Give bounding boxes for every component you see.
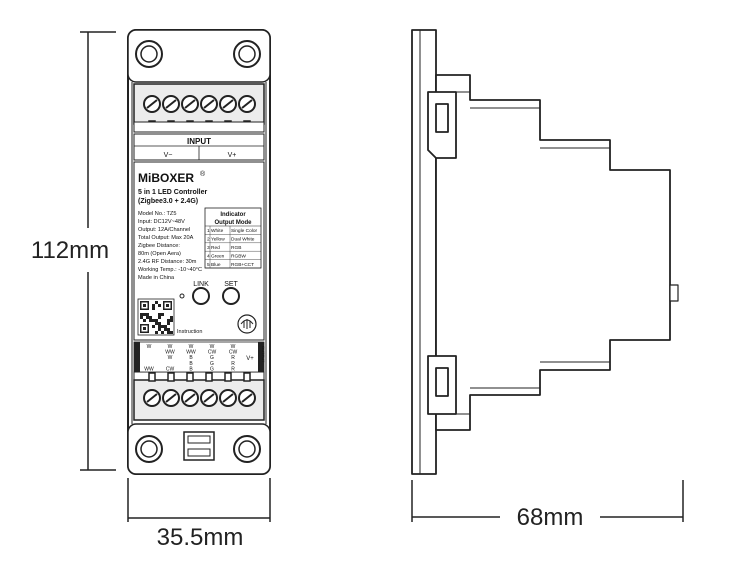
width-dimension	[127, 478, 271, 522]
mounting-hole-icon	[233, 435, 261, 463]
mounting-hole-icon	[233, 40, 261, 68]
terminal-screw-icon	[200, 372, 218, 407]
output-wiring-cell: CW	[208, 350, 217, 356]
product-line-2: (Zigbee3.0 + 2.4G)	[138, 198, 198, 205]
indicator-cell: 5	[207, 262, 210, 268]
indicator-cell: Green	[211, 253, 225, 259]
input-plus-label: V+	[228, 152, 237, 159]
spec-line: 2.4G RF Distance: 30m	[138, 259, 197, 265]
output-wiring-cell: WW	[165, 350, 175, 356]
output-wiring-cell: B	[189, 361, 193, 367]
depth-label: 68mm	[517, 504, 584, 531]
mounting-hole-icon	[135, 40, 163, 68]
indicator-cell: RGBW	[231, 253, 246, 259]
indicator-cell: 3	[207, 245, 210, 251]
output-wiring-cell: W	[210, 344, 215, 350]
input-title: INPUT	[187, 137, 211, 146]
qr-code-icon	[137, 298, 175, 336]
mounting-hole-icon	[135, 435, 163, 463]
indicator-cell: 1	[207, 228, 210, 234]
indicator-cell: Yellow	[211, 237, 225, 243]
terminal-screw-icon	[219, 372, 237, 407]
output-wiring-cell: W	[147, 344, 152, 350]
set-button[interactable]	[222, 287, 240, 305]
output-wiring-cell: W	[189, 344, 194, 350]
brand-logo: MiBOXER	[138, 171, 194, 185]
output-wiring-cell: W	[168, 344, 173, 350]
spec-line: Input: DC12V~48V	[138, 219, 185, 225]
output-wiring-cell: CW	[166, 366, 175, 372]
indicator-cell: Single Color	[231, 228, 258, 234]
output-wiring-cell: G	[210, 361, 214, 367]
front-view: INPUT V− V+ MiBOXER ® 5 in 1 LED Control…	[127, 29, 271, 475]
height-dimension	[80, 31, 116, 471]
output-wiring-cell: W	[231, 344, 236, 350]
indicator-cell: RGB+CCT	[231, 262, 254, 268]
depth-dimension	[411, 480, 684, 522]
link-button[interactable]	[192, 287, 210, 305]
output-wiring-cell: B	[189, 366, 193, 372]
indicator-cell: Dual White	[231, 237, 255, 243]
input-minus-label: V−	[164, 152, 173, 159]
height-label: 112mm	[31, 237, 109, 264]
output-vplus-label: V+	[246, 356, 254, 362]
output-wiring-cell: B	[189, 355, 193, 361]
terminal-screw-icon	[238, 372, 256, 407]
terminal-screw-icon	[162, 372, 180, 407]
zigbee-icon	[237, 314, 257, 334]
terminal-screw-icon	[181, 372, 199, 407]
spec-line: Zigbee Distance:	[138, 243, 180, 249]
indicator-cell: Blue	[211, 262, 221, 268]
output-wiring-cell: CW	[229, 350, 238, 356]
output-wiring-cell: R	[231, 355, 235, 361]
spec-line: Working Temp.: -10~40°C	[138, 267, 202, 273]
spec-line: Model No.: TZ5	[138, 211, 176, 217]
indicator-cell: 4	[207, 253, 210, 259]
output-terminal-block	[133, 371, 265, 421]
spec-line: Total Output: Max 20A	[138, 235, 194, 241]
input-terminal-block	[133, 83, 265, 133]
side-view	[411, 29, 679, 475]
indicator-cell: Red	[211, 245, 220, 251]
output-wiring-cell: WW	[186, 350, 196, 356]
indicator-cell: White	[211, 228, 224, 234]
output-tag: OUTPUT	[261, 346, 266, 363]
link-label: LINK	[193, 281, 209, 288]
output-wiring-cell: G	[210, 355, 214, 361]
set-label: SET	[224, 281, 238, 288]
terminal-screw-icon	[143, 372, 161, 407]
brand-registered-mark: ®	[200, 170, 206, 178]
width-label: 35.5mm	[157, 524, 244, 551]
output-mode-header: Output Mode	[215, 220, 253, 226]
indicator-cell: 2	[207, 237, 210, 243]
output-wiring-cell: WW	[144, 366, 154, 372]
indicator-header: Indicator	[220, 212, 246, 218]
output-wiring-cell: G	[210, 366, 214, 372]
status-led	[179, 293, 185, 299]
indicator-cell: RGB	[231, 245, 241, 251]
spec-line: Made in China	[138, 275, 175, 281]
product-line-1: 5 in 1 LED Controller	[138, 189, 208, 196]
spec-line: 80m (Open Aera)	[138, 251, 181, 257]
output-wiring-cell: W	[168, 355, 173, 361]
output-wiring-cell: R	[231, 361, 235, 367]
instruction-label: Instruction	[177, 329, 202, 335]
output-wiring-cell: R	[231, 366, 235, 372]
spec-line: Output: 12A/Channel	[138, 227, 190, 233]
